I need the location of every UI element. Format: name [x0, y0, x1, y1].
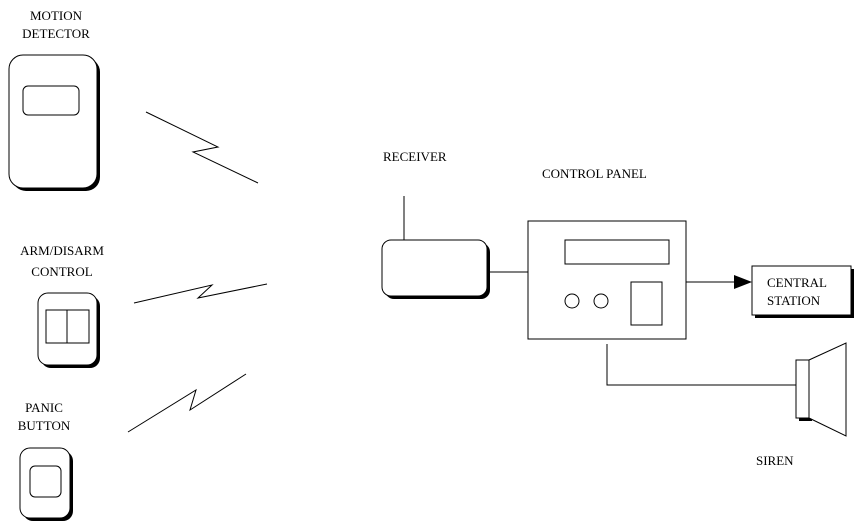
panel-to-siren-line [606, 344, 796, 386]
arm-disarm-label-line1: ARM/DISARM [20, 243, 104, 258]
control-panel-label: CONTROL PANEL [542, 166, 647, 181]
panic-button-key [29, 465, 62, 498]
control-panel [527, 220, 687, 340]
control-panel-display [564, 239, 670, 265]
control-panel-keypad [630, 281, 663, 326]
arm-disarm-control [37, 292, 100, 368]
motion-detector [8, 54, 100, 191]
wireless-signal-arm-disarm [133, 283, 268, 304]
control-panel-knob-2 [593, 293, 609, 309]
motion-detector-lens [22, 85, 80, 116]
motion-detector-label-line2: DETECTOR [22, 26, 90, 41]
central-station [751, 265, 852, 316]
motion-detector-label-line1: MOTION [30, 8, 83, 23]
arrow-head [734, 275, 752, 289]
central-station-label-line1: CENTRAL [767, 275, 827, 290]
siren-label: SIREN [756, 453, 794, 468]
receiver-label: RECEIVER [383, 149, 447, 164]
receiver [381, 239, 488, 297]
central-station-label-line2: STATION [767, 293, 821, 308]
panic-button-device [19, 447, 73, 521]
arm-disarm-label-line2: CONTROL [31, 264, 92, 279]
panic-button-label-line2: BUTTON [18, 418, 71, 433]
wireless-signal-motion [145, 111, 259, 184]
wireless-signal-panic [127, 373, 247, 433]
control-panel-knob-1 [564, 293, 580, 309]
panic-button-label-line1: PANIC [25, 400, 63, 415]
siren [795, 342, 847, 437]
